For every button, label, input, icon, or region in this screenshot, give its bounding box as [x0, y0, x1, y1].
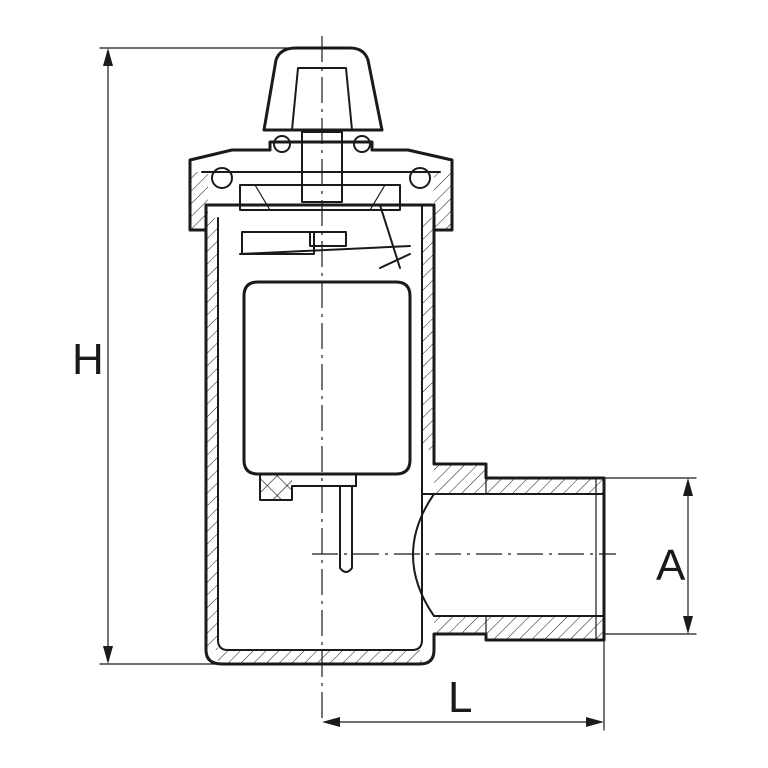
center-lines: [312, 36, 616, 720]
diameter-dimension-label: A: [656, 541, 686, 590]
valve-cap: [188, 135, 454, 232]
valve-body: [204, 203, 606, 666]
lever-mechanism: [239, 204, 411, 269]
height-dimension-label: H: [72, 335, 104, 384]
outlet-pipe: [412, 464, 605, 641]
dimension-h: [99, 47, 297, 665]
length-dimension-label: L: [448, 673, 472, 722]
top-knob: [262, 46, 384, 203]
dimension-a: [603, 477, 697, 635]
dimension-l: [322, 639, 605, 731]
float: [242, 280, 412, 573]
